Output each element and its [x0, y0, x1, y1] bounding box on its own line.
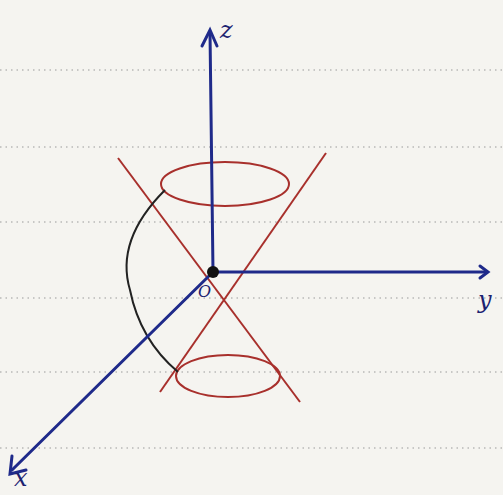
origin-label: O: [198, 284, 211, 300]
axes: [10, 30, 488, 474]
ruled-lines: [0, 70, 503, 448]
double-cone: [118, 153, 326, 402]
axis-label: z: [220, 18, 233, 42]
axis-label: x: [14, 466, 28, 490]
origin-dot: [207, 266, 219, 278]
section-arc: [127, 190, 178, 372]
axis-label: y: [478, 288, 492, 312]
